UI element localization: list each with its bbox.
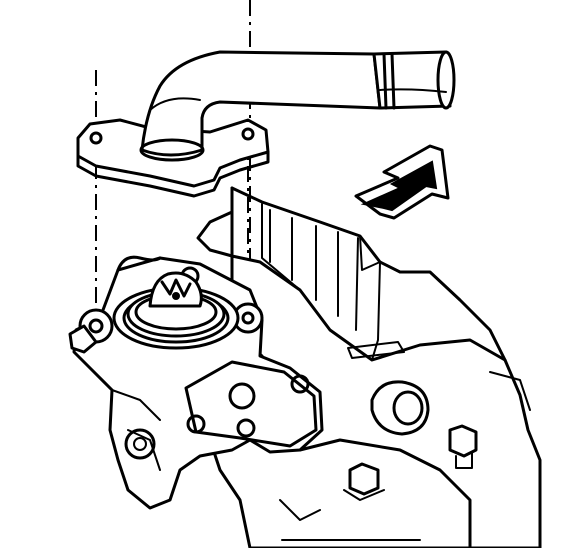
arrow-left-down-icon	[354, 144, 450, 220]
outlet-pipe	[139, 50, 456, 162]
housing-lower-boss	[124, 428, 156, 460]
block-bolt-upper	[448, 424, 478, 469]
bleeder-nipple	[68, 324, 98, 354]
flange-hole-left	[89, 131, 103, 145]
block-bolt-lower	[343, 462, 385, 501]
flange-hole-right	[241, 127, 255, 141]
engine-block	[196, 186, 542, 548]
thermostat	[126, 271, 226, 338]
